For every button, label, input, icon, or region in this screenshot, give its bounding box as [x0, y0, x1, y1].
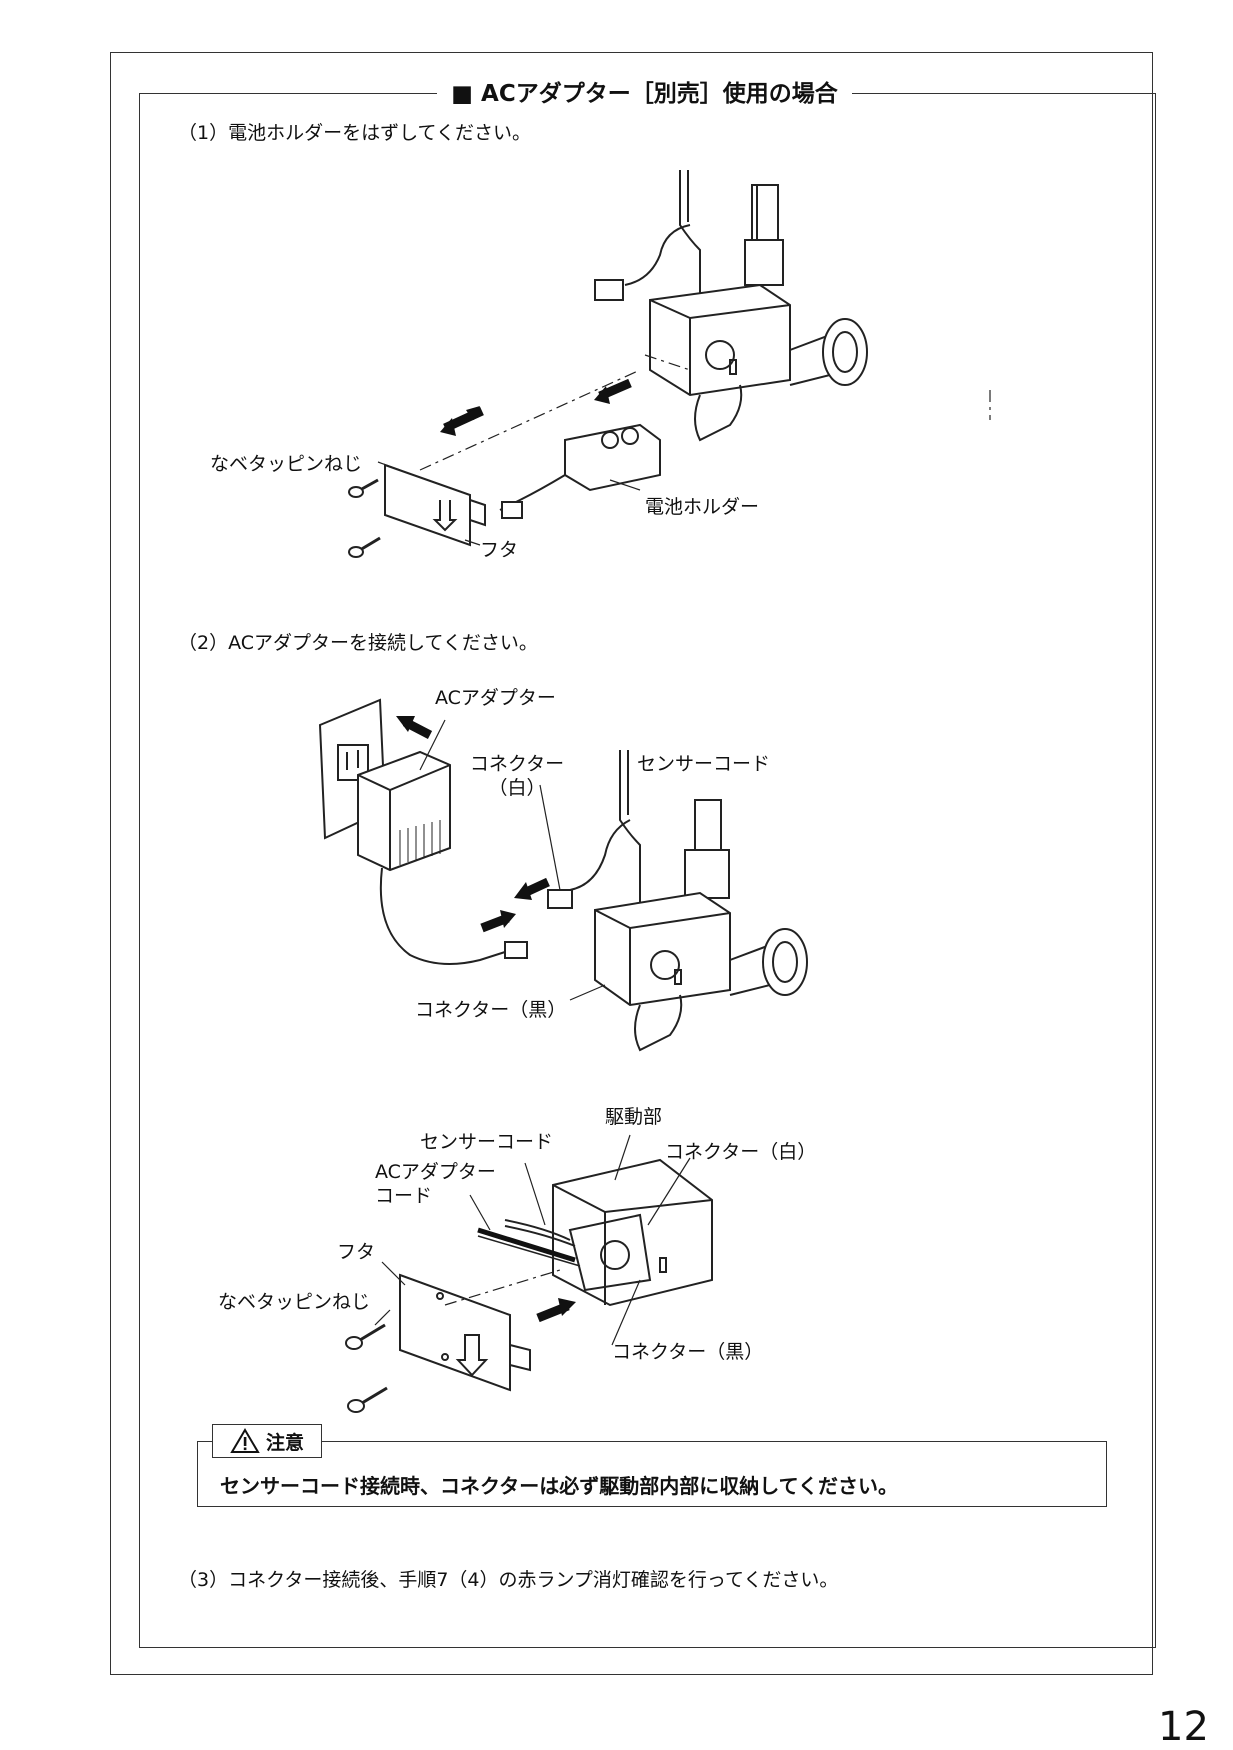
fig3-cover-label: フタ	[337, 1241, 376, 1263]
step-2-text: （2）ACアダプターを接続してください。	[178, 632, 538, 654]
fig2-sensor-cord-label: センサーコード	[637, 753, 771, 775]
caution-box	[197, 1441, 1107, 1507]
fig1-battery-holder-label: 電池ホルダー	[645, 496, 760, 518]
fig2-ac-adapter-label: ACアダプター	[435, 687, 556, 709]
fig3-connector-black-label: コネクター（黒）	[612, 1341, 764, 1363]
warning-triangle-icon	[230, 1428, 260, 1453]
fig3-drive-unit-label: 駆動部	[605, 1106, 663, 1128]
section-title: ■ ACアダプター［別売］使用の場合	[0, 74, 1233, 108]
outer-page-frame	[110, 52, 1153, 1675]
fig3-ac-cord-line1: ACアダプター	[375, 1161, 496, 1183]
fig2-connector-black-label: コネクター（黒）	[415, 999, 567, 1021]
fig3-ac-cord-label: ACアダプター コード	[375, 1160, 496, 1208]
fig3-sensor-cord-label: センサーコード	[420, 1131, 554, 1153]
section-title-text: ■ ACアダプター［別売］使用の場合	[437, 81, 852, 107]
step-3-text: （3）コネクター接続後、手順7（4）の赤ランプ消灯確認を行ってください。	[178, 1569, 839, 1591]
fig2-connector-white-line1: コネクター	[469, 753, 565, 775]
figure-2-connect-ac-adapter	[318, 698, 808, 1052]
figure-1-remove-battery-holder	[348, 170, 991, 558]
fig1-cover-label: フタ	[480, 539, 519, 561]
fig3-ac-cord-line2: コード	[375, 1185, 433, 1207]
fig3-connector-white-label: コネクター（白）	[665, 1141, 817, 1163]
caution-tag: 注意	[212, 1424, 322, 1458]
fig3-screw-label: なベタッピンねじ	[218, 1291, 371, 1313]
fig1-screw-label: なベタッピンねじ	[210, 453, 363, 475]
caution-text: センサーコード接続時、コネクターは必ず駆動部内部に収納してください。	[220, 1474, 898, 1498]
step-1-text: （1）電池ホルダーをはずしてください。	[178, 122, 531, 144]
caution-tag-label: 注意	[265, 1431, 304, 1454]
figure-3-store-connector-and-cover	[345, 1134, 713, 1413]
page-number: 12	[1158, 1704, 1209, 1750]
fig2-connector-white-label: コネクター （白）	[462, 752, 572, 800]
fig2-connector-white-line2: （白）	[488, 777, 546, 799]
